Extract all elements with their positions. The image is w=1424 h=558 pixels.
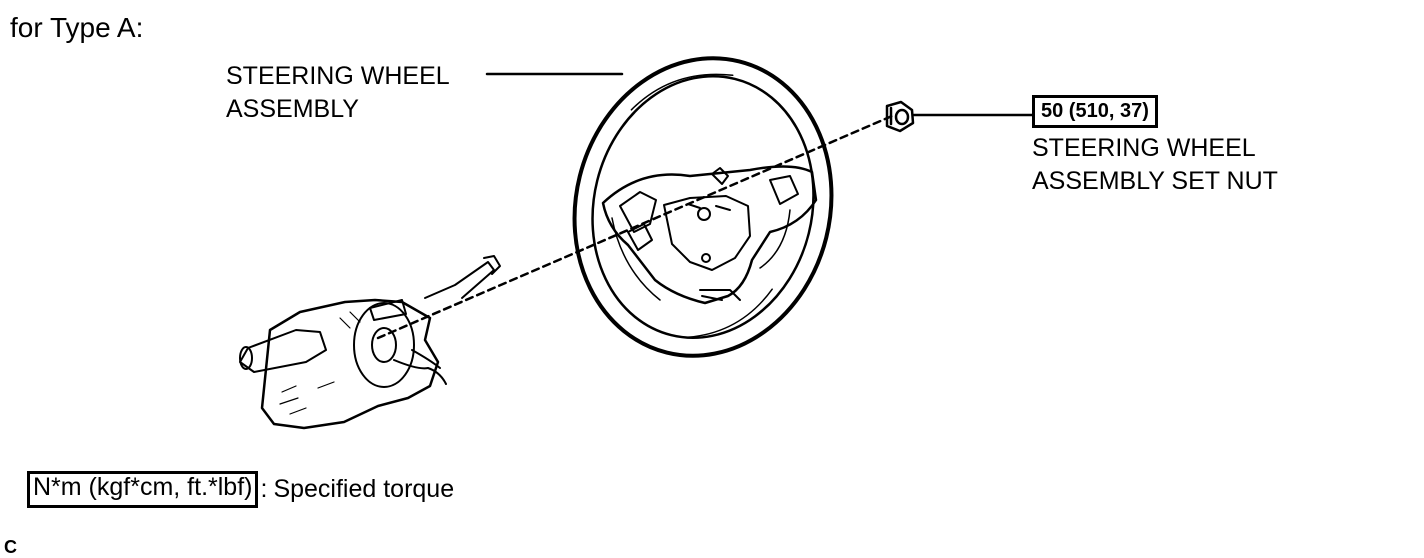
steering-wheel-hub <box>601 165 818 305</box>
combination-switch-assembly <box>239 255 501 430</box>
torque-legend: N*m (kgf*cm, ft.*lbf) : Specified torque <box>27 471 454 508</box>
page-title: for Type A: <box>10 12 144 43</box>
set-nut-label-line2: ASSEMBLY SET NUT <box>1032 167 1278 195</box>
legend-description: Specified torque <box>273 474 455 503</box>
steering-wheel-label-line2: ASSEMBLY <box>226 95 359 123</box>
set-nut <box>885 100 915 133</box>
steering-wheel-label: STEERING WHEEL <box>226 62 450 90</box>
steering-wheel <box>572 56 834 358</box>
legend-separator: : <box>260 474 268 503</box>
set-nut-label: STEERING WHEEL <box>1032 134 1256 162</box>
installation-axis-line <box>376 114 894 340</box>
torque-units-box: N*m (kgf*cm, ft.*lbf) <box>27 471 259 508</box>
torque-value-box: 50 (510, 37) <box>1032 95 1158 128</box>
figure-code: C <box>4 537 17 557</box>
